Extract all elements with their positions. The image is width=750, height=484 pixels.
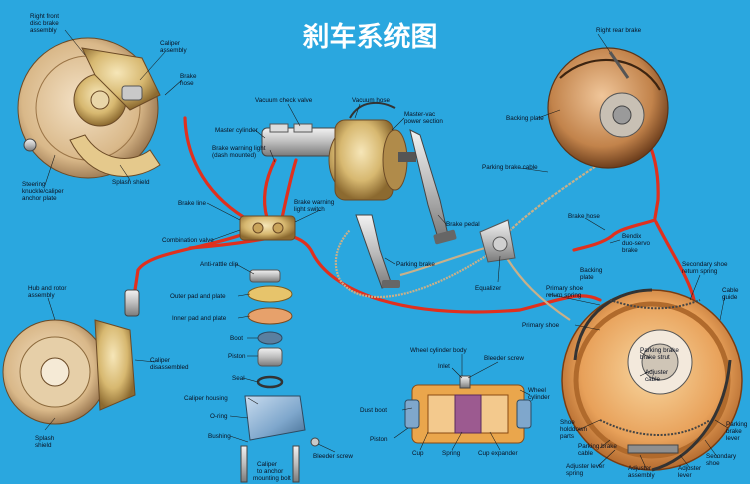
brake-pedal-illustration [409, 129, 457, 245]
label-cup: Cup [412, 450, 424, 457]
combination-valve-illustration [239, 215, 296, 241]
label-piston-wheel: Piston [370, 436, 388, 443]
label-inlet: Inlet [438, 363, 450, 370]
label-boot: Boot [230, 335, 243, 342]
label-combination-valve: Combination valve [162, 237, 214, 244]
label-wheel-cylinder: Wheel cylinder [528, 387, 550, 401]
label-equalizer: Equalizer [475, 285, 501, 292]
label-brake-hose-front: Brake hose [180, 73, 198, 87]
label-primary-shoe: Primary shoe [522, 322, 560, 329]
label-parking-brake-strut: Parking brake brake strut [640, 347, 681, 361]
label-right-rear-brake: Right rear brake [596, 27, 642, 34]
duo-servo-brake-illustration [561, 288, 743, 472]
label-parking-brake-cable: Parking brake cable [482, 164, 538, 171]
label-caliper-to-anchor-mounting-bolt: Caliper to anchor mounting bolt [253, 461, 291, 482]
label-wheel-cylinder-body: Wheel cylinder body [410, 347, 468, 354]
label-backing-plate: Backing plate [506, 115, 544, 122]
label-outer-pad-and-plate: Outer pad and plate [170, 293, 226, 300]
label-vacuum-check-valve: Vacuum check valve [255, 97, 313, 104]
label-vacuum-hose: Vacuum hose [352, 97, 391, 104]
label-splash-shield-front: Splash shield [112, 179, 150, 186]
label-caliper-disassembled: Caliper disassembled [150, 357, 189, 371]
label-bendix-duo-servo-brake: Bendix duo-servo brake [622, 233, 652, 254]
label-piston-caliper: Piston [228, 353, 246, 360]
label-right-front-disc-brake-assembly: Right front disc brake assembly [30, 13, 61, 34]
label-brake-line: Brake line [178, 200, 206, 207]
master-cylinder-illustration [261, 101, 416, 201]
label-bushing: Bushing [208, 433, 231, 440]
label-caliper-assembly: Caliper assembly [160, 40, 187, 54]
label-splash-shield-rear: Splash shield [35, 435, 56, 449]
label-parking-brake-cable-rear: Parking brake cable [578, 443, 619, 457]
equalizer-illustration [479, 219, 516, 263]
label-backing-plate-rear: Backing plate [580, 267, 604, 281]
label-adjuster-lever: Adjuster lever [678, 465, 703, 479]
right-front-disc-brake-illustration [17, 37, 161, 179]
label-bleeder-screw-caliper: Bleeder screw [313, 453, 353, 460]
label-parking-brake: Parking brake [396, 261, 435, 268]
label-adjuster-cable: Adjuster cable [645, 369, 670, 383]
label-secondary-shoe: Secondary shoe [706, 453, 738, 467]
label-hub-and-rotor-assembly: Hub and rotor assembly [28, 285, 68, 299]
label-brake-warning-light-dash: Brake warning light (dash mounted) [212, 145, 267, 159]
label-brake-hose-rear: Brake hose [568, 213, 600, 220]
label-brake-warning-light-switch: Brake warning light switch [294, 199, 336, 213]
leader-lines [44, 29, 729, 469]
label-inner-pad-and-plate: Inner pad and plate [172, 315, 227, 322]
label-anti-rattle-clip: Anti-rattle clip [200, 261, 239, 268]
label-dust-boot: Dust boot [360, 407, 387, 414]
label-primary-shoe-return-spring: Primary shoe return spring [546, 285, 585, 299]
caliper-disassembled-illustration [240, 269, 320, 483]
label-shoe-holddown-parts: Shoe holddown parts [560, 419, 589, 440]
label-adjuster-assembly: Adjuster assembly [628, 465, 655, 479]
label-brake-pedal: Brake pedal [446, 221, 480, 228]
right-rear-brake-illustration [547, 47, 669, 169]
label-cup-expander: Cup expander [478, 450, 518, 457]
label-parking-brake-lever: Parking brake lever [726, 421, 749, 442]
diagram-title: 刹车系统图 [303, 21, 438, 53]
label-o-ring: O-ring [210, 413, 228, 420]
label-spring: Spring [442, 450, 461, 457]
label-adjuster-lever-spring: Adjuster lever spring [566, 463, 606, 477]
label-secondary-shoe-return-spring: Secondary shoe return spring [682, 261, 729, 275]
label-cable-guide: Cable guide [722, 287, 740, 301]
label-master-vac-power-section: Master-vac power section [404, 111, 443, 125]
label-bleeder-screw-wheel: Bleeder screw [484, 355, 524, 362]
label-master-cylinder: Master cylinder [215, 127, 258, 134]
wheel-cylinder-illustration [404, 375, 532, 444]
hub-and-rotor-illustration [2, 289, 140, 425]
labels: Right front disc brake assembly Caliper … [22, 13, 749, 482]
label-steering-knuckle: Steering knuckle/caliper anchor plate [22, 181, 65, 202]
parking-brake-illustration [355, 214, 400, 289]
label-seal: Seal [232, 375, 245, 382]
label-caliper-housing: Caliper housing [184, 395, 228, 402]
